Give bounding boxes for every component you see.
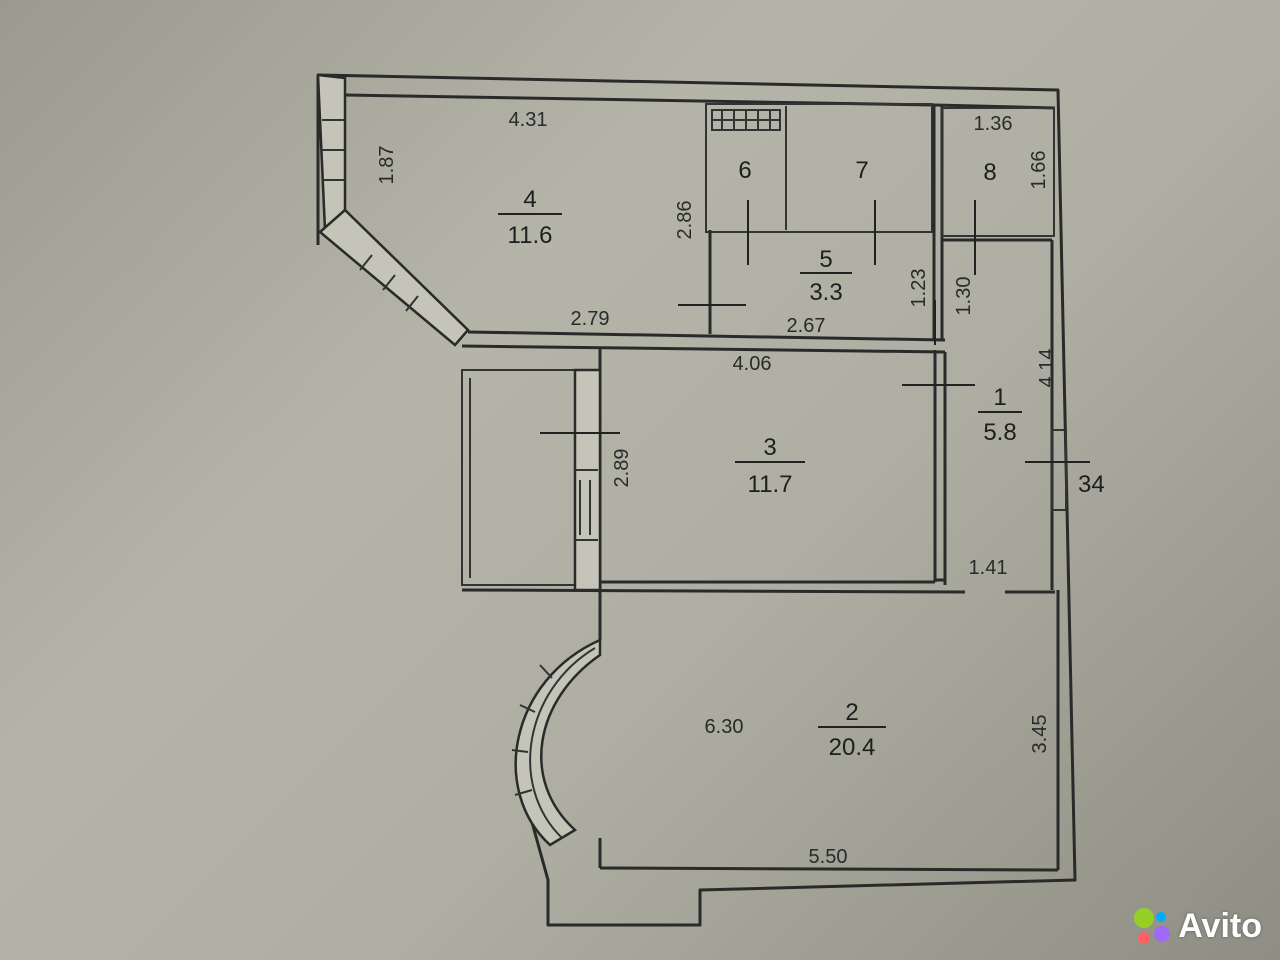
dim-2-86: 2.86 [674, 201, 696, 240]
room-8-box [941, 107, 1055, 237]
window-room-1 [1051, 429, 1067, 511]
room-6-number: 6 [738, 157, 751, 184]
dim-4-31: 4.31 [509, 109, 548, 131]
room-4-area: 11.6 [508, 222, 553, 249]
dim-4-06: 4.06 [733, 353, 772, 375]
dim-2-67: 2.67 [787, 315, 826, 337]
dim-1-87: 1.87 [376, 146, 398, 185]
room-8-number: 8 [983, 159, 996, 186]
room-1-area: 5.8 [983, 419, 1016, 446]
loggia [461, 369, 581, 586]
room-2-area: 20.4 [829, 734, 876, 761]
room-5-number: 5 [819, 246, 832, 273]
dim-1-41: 1.41 [969, 557, 1008, 579]
side-mark: 34 [1078, 471, 1105, 498]
avito-brand-text: Avito [1178, 907, 1262, 945]
outer-wall [317, 73, 1077, 927]
room-4-number: 4 [523, 186, 536, 213]
loggia-wall [573, 368, 602, 592]
room-3-area: 11.7 [748, 471, 793, 498]
room-3-label: 3 11.7 [735, 434, 805, 498]
room-6-7-box [705, 103, 933, 233]
curved-bay-window [514, 638, 602, 847]
room-2-number: 2 [845, 699, 858, 726]
dim-5-50: 5.50 [809, 846, 848, 868]
room-3-number: 3 [763, 434, 776, 461]
avito-logo-icon [1134, 907, 1172, 946]
room-1-number: 1 [993, 384, 1006, 411]
dim-4-14: 4.14 [1036, 349, 1058, 388]
dim-1-66: 1.66 [1028, 151, 1050, 190]
room-7-number: 7 [855, 157, 868, 184]
room-2-label: 2 20.4 [818, 699, 886, 761]
room-5-area: 3.3 [809, 279, 842, 306]
room-5-label: 5 3.3 [800, 246, 852, 306]
dim-1-36: 1.36 [974, 113, 1013, 135]
bay-window-4 [316, 73, 347, 233]
avito-watermark: Avito [1134, 907, 1262, 946]
dim-6-30: 6.30 [705, 716, 744, 738]
dim-2-89: 2.89 [611, 449, 633, 488]
room-1-label: 1 5.8 [978, 384, 1022, 446]
dim-2-79: 2.79 [571, 308, 610, 330]
dim-3-45: 3.45 [1029, 715, 1051, 754]
room-4-label: 4 11.6 [498, 186, 562, 249]
dim-1-30: 1.30 [953, 277, 975, 316]
dim-1-23: 1.23 [908, 269, 930, 308]
